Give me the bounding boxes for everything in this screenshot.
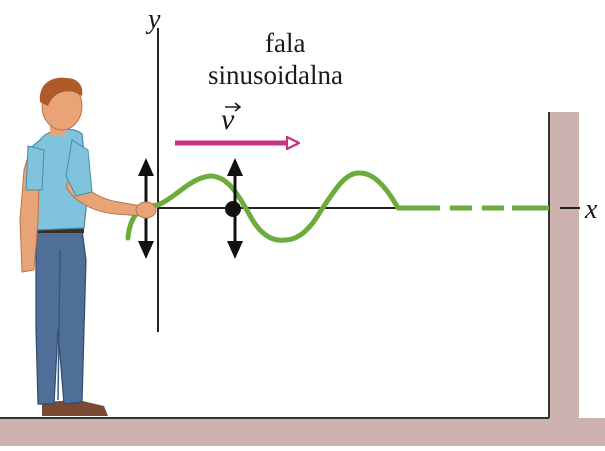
- velocity-label: v: [221, 103, 235, 136]
- y-axis-label: y: [148, 4, 161, 35]
- title-line-1: fala: [265, 28, 306, 58]
- person-hand: [135, 201, 157, 219]
- rope-point: [225, 201, 241, 217]
- title-line-2: sinusoidalna: [208, 60, 343, 90]
- sine-wave: [125, 170, 401, 243]
- person-hair: [39, 77, 83, 106]
- floor: [0, 418, 605, 446]
- person-pants: [35, 229, 87, 405]
- vector-arrow-icon: [225, 102, 242, 112]
- person-shoe: [42, 400, 108, 416]
- x-axis-label: x: [585, 194, 598, 225]
- person: [19, 77, 157, 416]
- wall: [549, 112, 579, 422]
